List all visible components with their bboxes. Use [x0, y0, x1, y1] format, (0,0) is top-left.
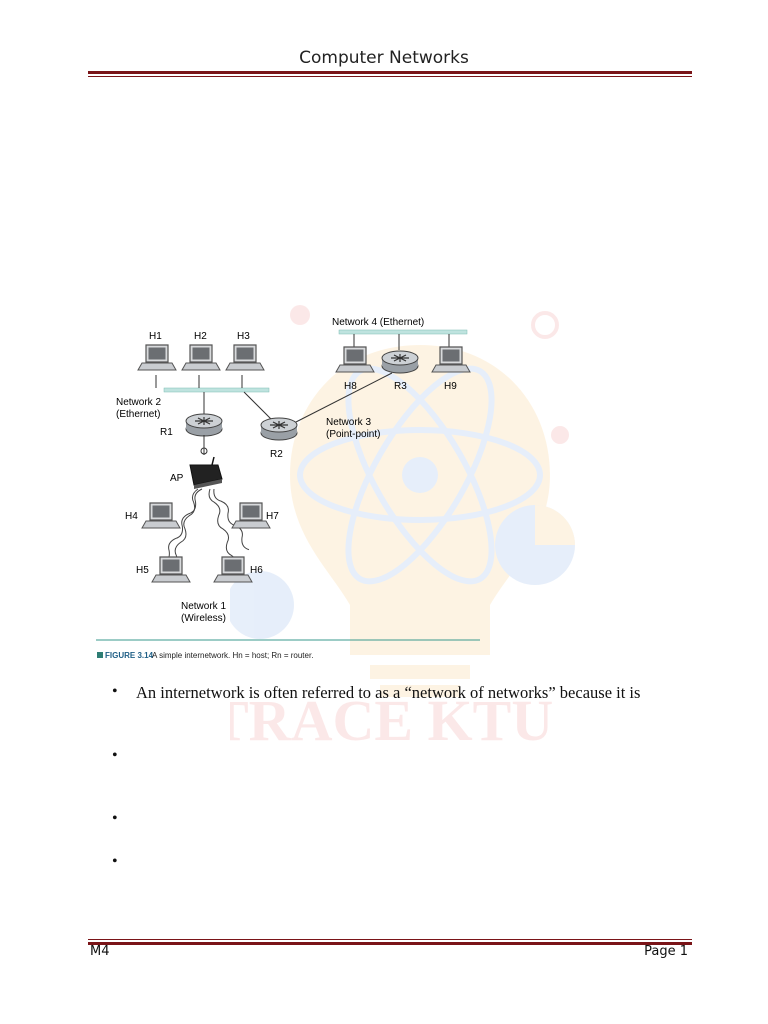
- footer-rule: [88, 937, 692, 945]
- label-network1-line2: (Wireless): [181, 613, 226, 624]
- router-r1-icon: [185, 413, 223, 437]
- bullet-dot: •: [112, 747, 118, 764]
- bullet-dot: •: [112, 683, 118, 700]
- network4-bus: [338, 329, 468, 335]
- host-h7-icon: [231, 502, 271, 529]
- label-r2: R2: [270, 449, 283, 460]
- bullet-text: An internetwork is often referred to as …: [136, 683, 641, 702]
- host-h2-icon: [181, 344, 221, 371]
- label-h7: H7: [266, 511, 279, 522]
- access-point-icon: [189, 456, 223, 489]
- label-network4: Network 4 (Ethernet): [332, 317, 424, 328]
- host-h6-icon: [213, 556, 253, 583]
- network2-bus: [163, 387, 270, 393]
- page-header-title: Computer Networks: [299, 48, 469, 68]
- label-h2: H2: [194, 331, 207, 342]
- label-ap: AP: [170, 473, 184, 484]
- label-h4: H4: [125, 511, 138, 522]
- watermark-logo: TRACE KTU: [230, 305, 575, 753]
- footer-module-label: M4: [90, 944, 110, 959]
- label-network2-line2: (Ethernet): [116, 409, 160, 420]
- label-network1-line1: Network 1: [181, 601, 226, 612]
- label-r1: R1: [160, 427, 173, 438]
- label-h5: H5: [136, 565, 149, 576]
- host-h1-icon: [137, 344, 177, 371]
- figure-caption-label: FIGURE 3.14: [105, 651, 154, 660]
- footer-page-number: Page 1: [644, 944, 688, 959]
- router-r2-icon: [260, 417, 298, 441]
- bullet-dot: •: [112, 810, 118, 827]
- label-h1: H1: [149, 331, 162, 342]
- label-network3-line2: (Point-point): [326, 429, 380, 440]
- label-h8: H8: [344, 381, 357, 392]
- label-network2-line1: Network 2: [116, 397, 161, 408]
- figure-caption-text: A simple internetwork. Hn = host; Rn = r…: [152, 651, 313, 660]
- label-h3: H3: [237, 331, 250, 342]
- host-h8-icon: [335, 346, 375, 373]
- router-r3-icon: [381, 350, 419, 374]
- label-r3: R3: [394, 381, 407, 392]
- watermark-text: TRACE KTU: [230, 688, 553, 753]
- internetwork-figure: H1 H2 H3 Network 4 (Ethernet) H8 R3 H9 N…: [96, 317, 480, 660]
- label-h9: H9: [444, 381, 457, 392]
- host-h4-icon: [141, 502, 181, 529]
- label-h6: H6: [250, 565, 263, 576]
- label-network3-line1: Network 3: [326, 417, 371, 428]
- host-h9-icon: [431, 346, 471, 373]
- host-h3-icon: [225, 344, 265, 371]
- host-h5-icon: [151, 556, 191, 583]
- bullet-dot: •: [112, 853, 118, 870]
- header-rule: [88, 71, 692, 77]
